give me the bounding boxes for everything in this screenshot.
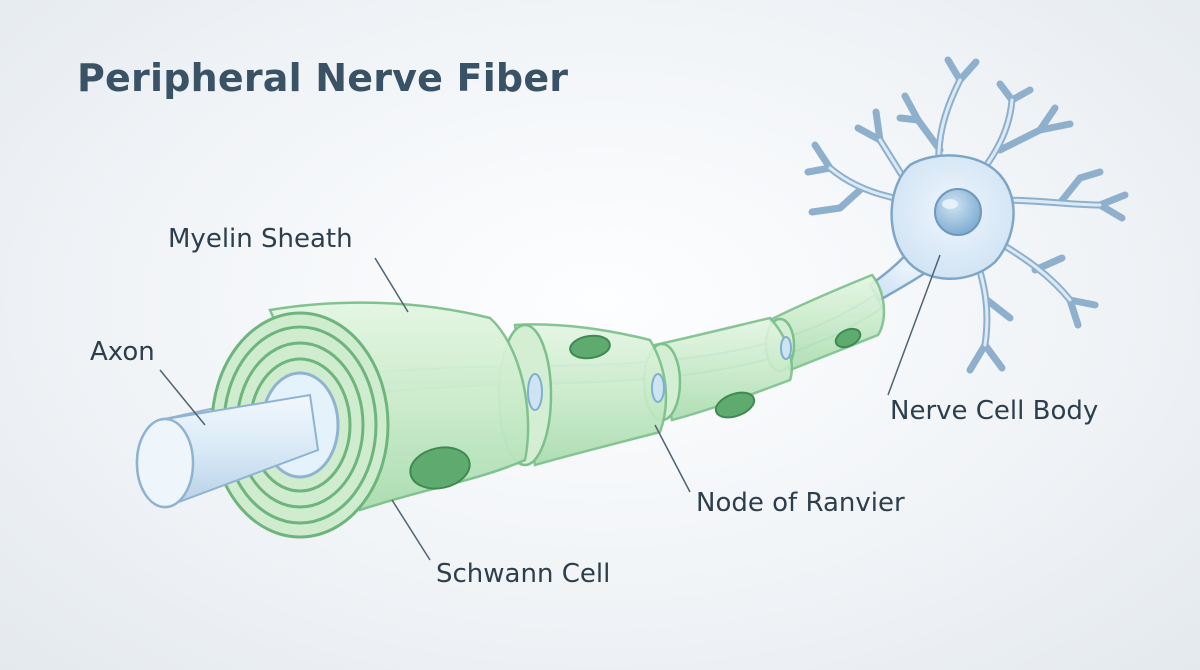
- label-nerve-cell-body: Nerve Cell Body: [890, 396, 1099, 426]
- label-myelin-sheath: Myelin Sheath: [168, 224, 353, 254]
- axon-cut-end: [135, 417, 195, 509]
- diagram-title: Peripheral Nerve Fiber: [77, 56, 569, 100]
- nerve-cell-body: [804, 56, 1129, 374]
- schwann-cell-nuclei: [409, 327, 862, 490]
- label-schwann-cell: Schwann Cell: [436, 559, 611, 589]
- label-node-of-ranvier: Node of Ranvier: [696, 488, 905, 518]
- leader-lines: [159, 254, 941, 561]
- node-of-ranvier: [527, 336, 792, 411]
- label-axon: Axon: [90, 337, 155, 367]
